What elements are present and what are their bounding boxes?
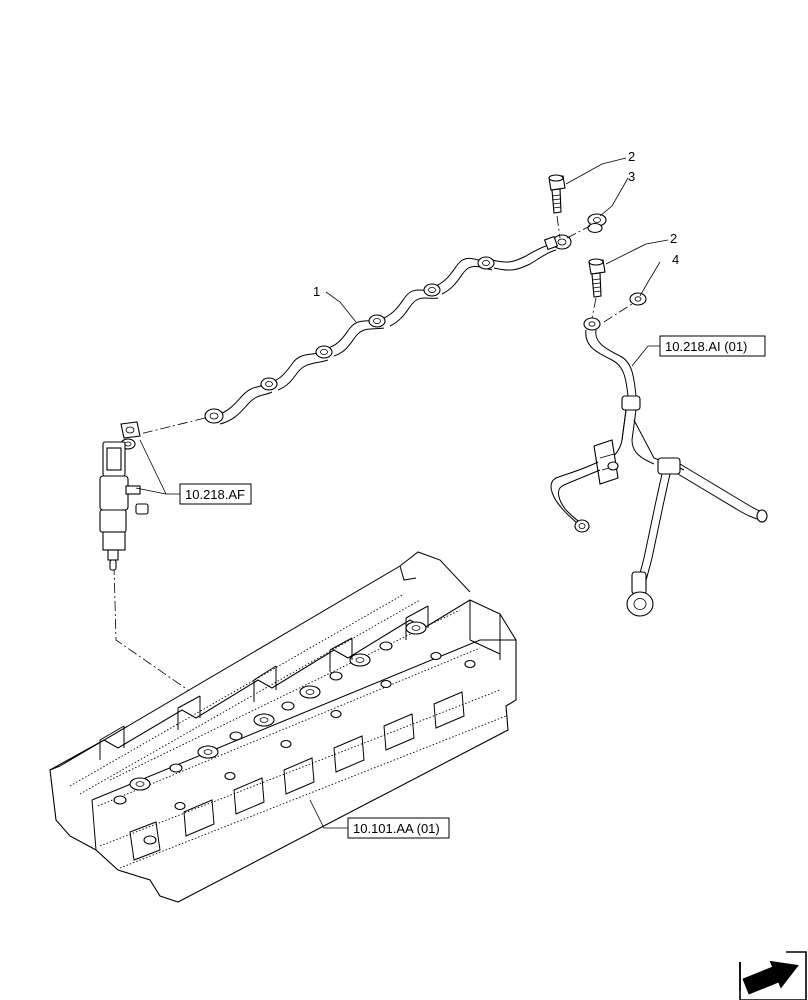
leader-lines <box>135 157 669 829</box>
reference-box-aa[interactable]: 10.101.AA (01) <box>347 817 450 839</box>
reference-label-af: 10.218.AF <box>185 487 245 502</box>
deck-bosses <box>113 621 476 845</box>
cylinder-head <box>49 551 517 903</box>
port-windows <box>129 691 465 861</box>
callout-2-lower: 2 <box>670 231 677 246</box>
banjo-bolt-lower <box>588 258 606 298</box>
callout-4: 4 <box>672 252 679 267</box>
reference-box-af[interactable]: 10.218.AF <box>179 483 252 505</box>
fuel-pipe-assembly <box>204 234 572 425</box>
callout-3: 3 <box>628 169 635 184</box>
callout-1: 1 <box>313 284 320 299</box>
fuel-injector <box>99 421 149 571</box>
callout-2-upper: 2 <box>628 149 635 164</box>
return-line-harness <box>550 317 768 617</box>
sealing-washer-lower <box>629 292 647 306</box>
rocker-supports <box>99 605 429 760</box>
arrow-nav-icon[interactable] <box>739 951 807 1000</box>
reference-label-aa: 10.101.AA (01) <box>353 821 440 836</box>
reference-box-ai[interactable]: 10.218.AI (01) <box>659 335 766 357</box>
reference-label-ai: 10.218.AI (01) <box>665 339 747 354</box>
banjo-bolt-upper <box>548 174 566 214</box>
sealing-washer-upper <box>587 213 607 234</box>
